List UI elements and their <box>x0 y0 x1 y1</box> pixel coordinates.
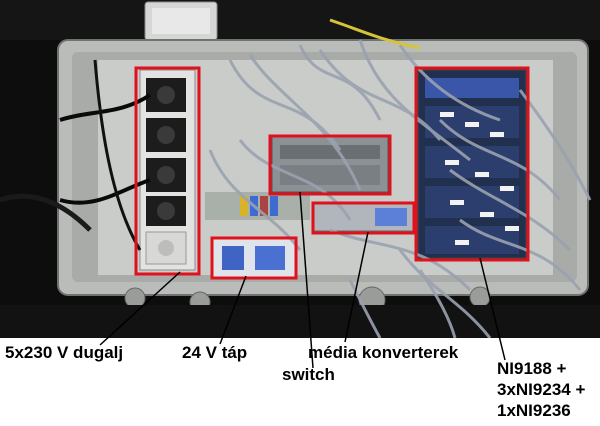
ni-modules-line-1: NI9188 + <box>497 359 567 378</box>
media-converters-label: média konverterek <box>308 343 459 362</box>
ni-modules-line-2: 3xNI9234 + <box>497 380 586 399</box>
switch-highlight <box>268 134 392 196</box>
enclosure-photo <box>0 0 600 338</box>
socket-outlets <box>145 78 187 265</box>
ni-modules-highlight <box>414 66 530 262</box>
ni-modules-line-3: 1xNI9236 <box>497 401 571 420</box>
switch-label: switch <box>282 365 335 384</box>
power-supply-label: 24 V táp <box>182 343 248 362</box>
ni-modules-label: NI9188 + 3xNI9234 + 1xNI9236 <box>497 358 585 421</box>
psu-highlight <box>210 236 298 280</box>
sockets-label: 5x230 V dugalj <box>5 343 124 362</box>
